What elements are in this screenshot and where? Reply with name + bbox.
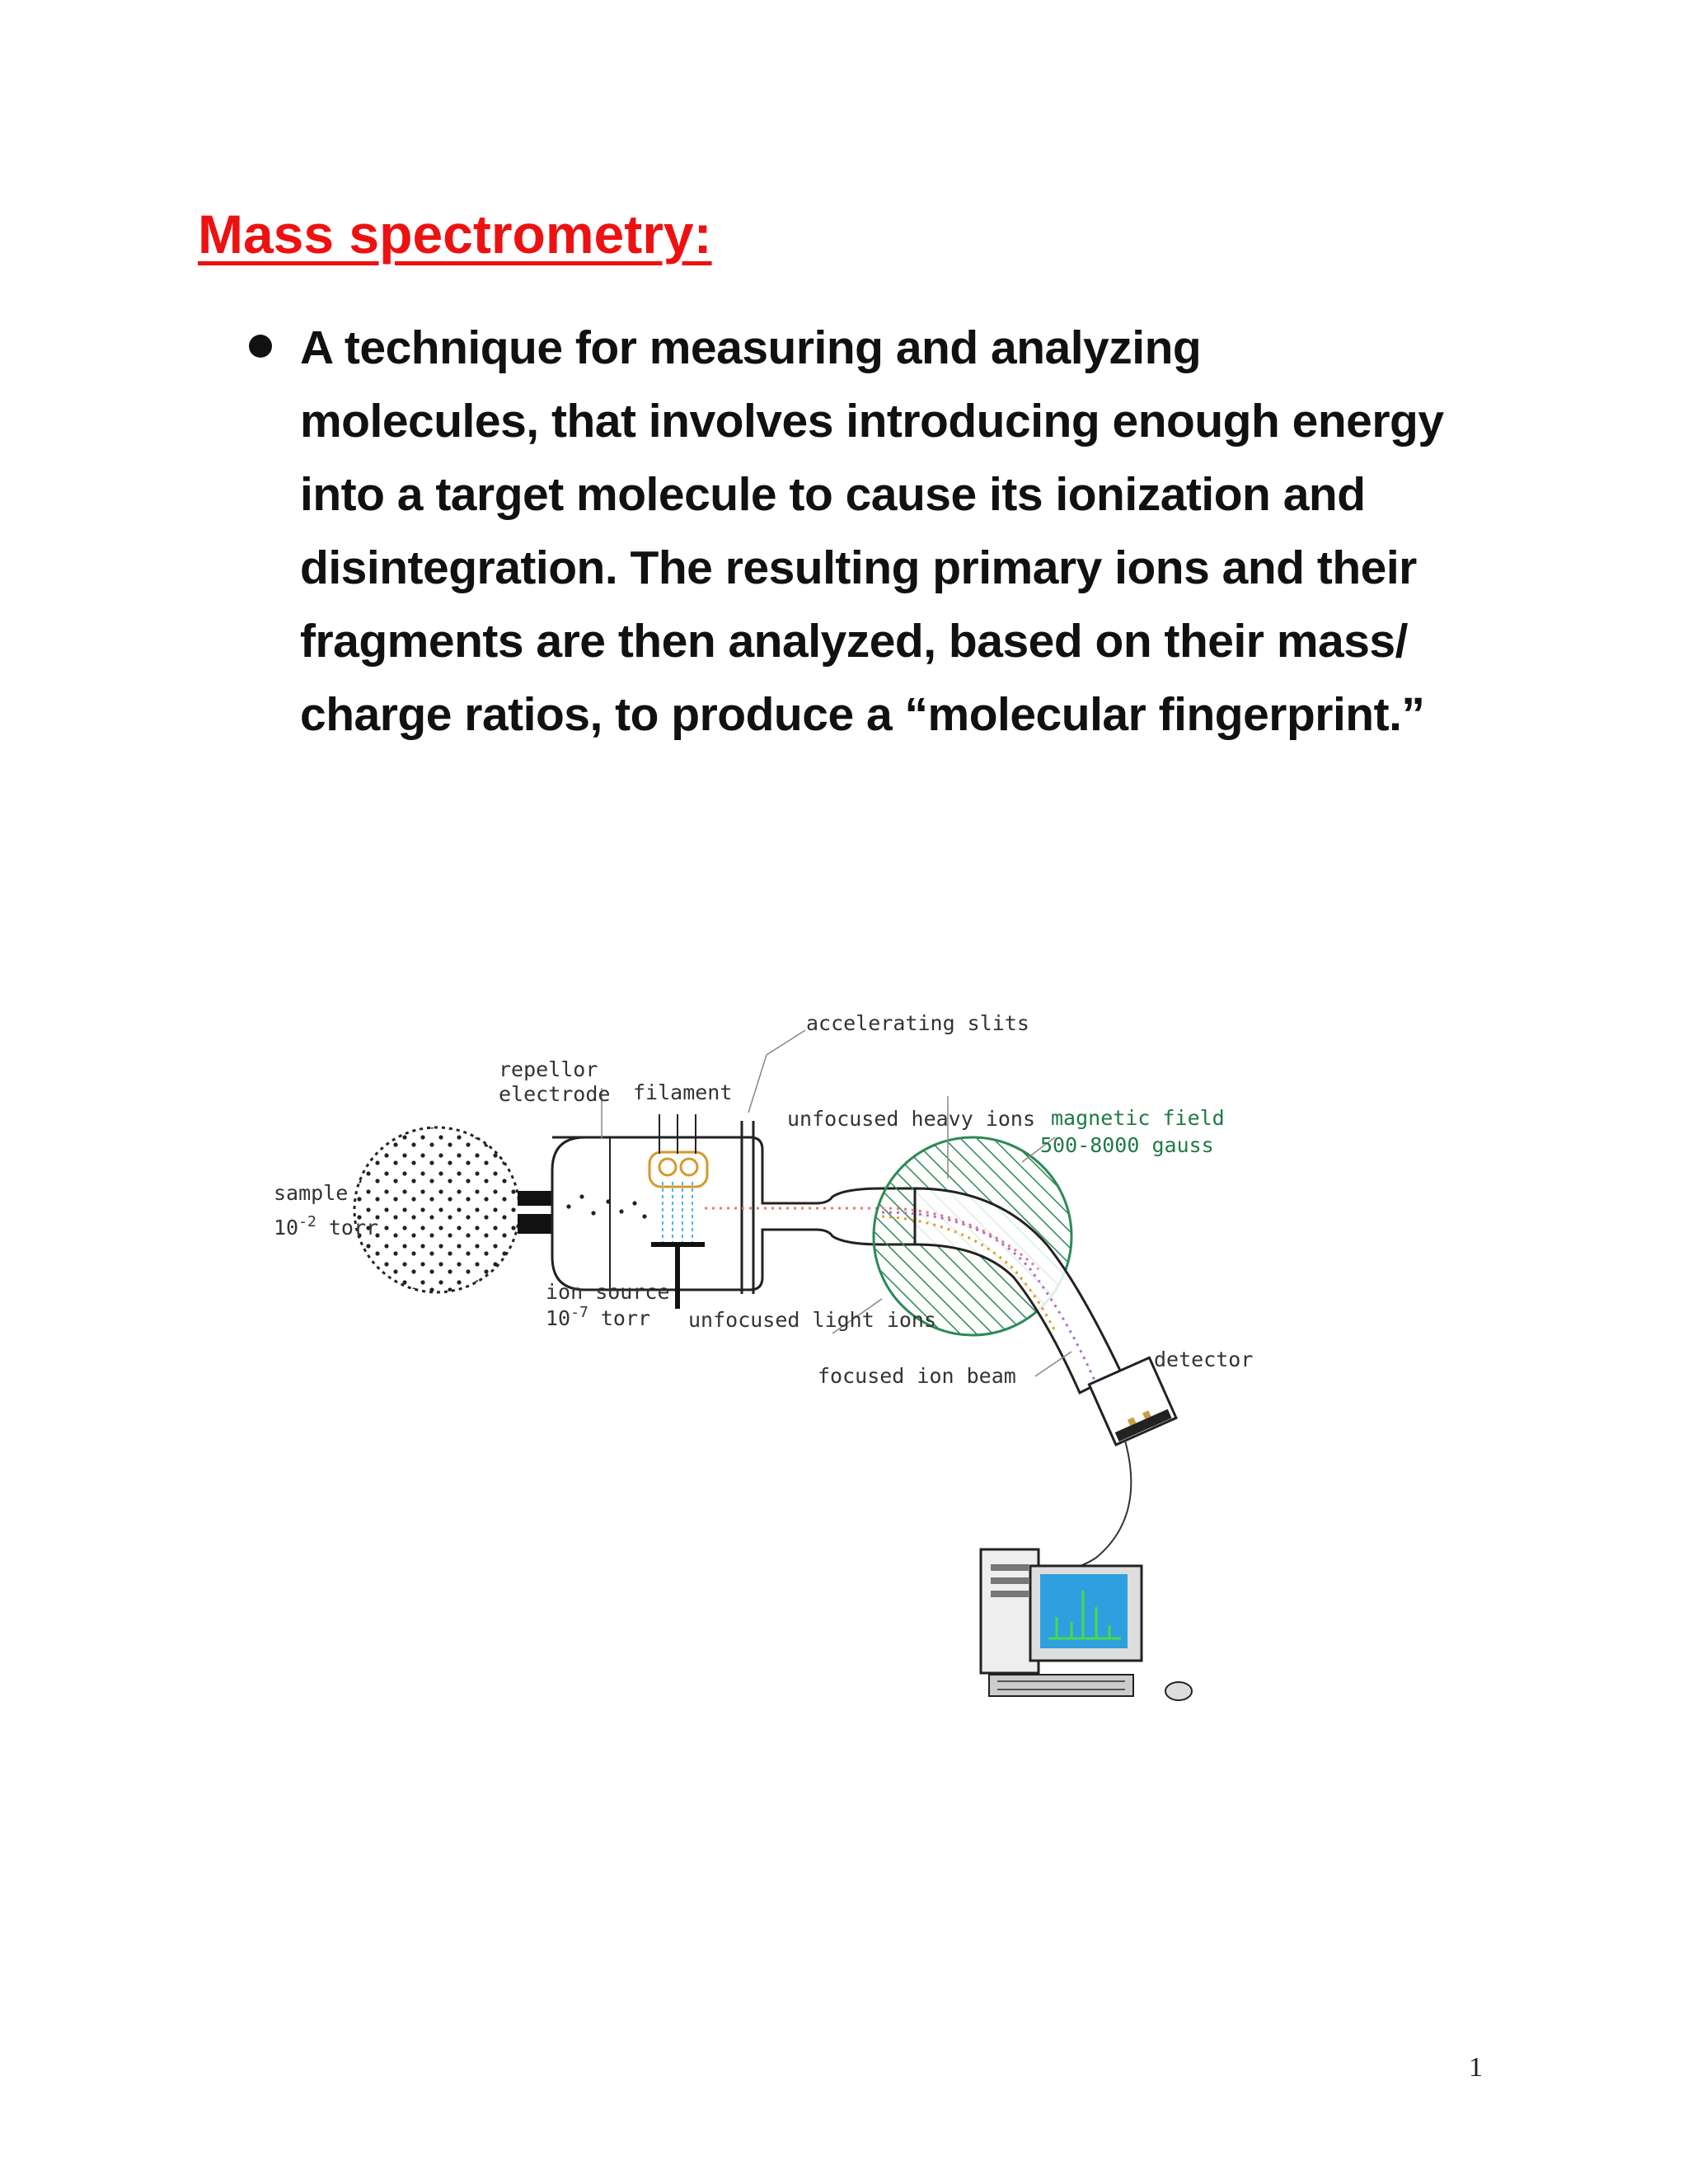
label-ion-source-pressure: 10-7 torr bbox=[546, 1304, 650, 1330]
detector bbox=[1087, 1356, 1178, 1446]
ion-source-chamber bbox=[551, 1136, 917, 1291]
definition-line-3: into a target molecule to cause its ioni… bbox=[300, 468, 1366, 521]
page-number: 1 bbox=[1469, 2052, 1483, 2083]
label-electrode: electrode bbox=[499, 1082, 610, 1106]
definition-line-2: molecules, that involves introducing eno… bbox=[300, 395, 1444, 448]
label-repellor: repellor bbox=[499, 1057, 598, 1081]
label-filament: filament bbox=[633, 1080, 732, 1104]
label-accelerating-slits: accelerating slits bbox=[806, 1011, 1029, 1035]
focused-ion-beam bbox=[881, 1211, 1096, 1381]
page-title: Mass spectrometry: bbox=[198, 204, 712, 265]
label-sample: sample bbox=[274, 1181, 348, 1205]
label-unfocused-light-ions: unfocused light ions bbox=[688, 1308, 936, 1332]
sample-flask bbox=[353, 1126, 521, 1294]
definition-bullet: A technique for measuring and analyzing … bbox=[247, 312, 1533, 752]
definition-line-5: fragments are then analyzed, based on th… bbox=[300, 615, 1408, 668]
definition-list: A technique for measuring and analyzing … bbox=[247, 312, 1533, 752]
bullet-dot-icon bbox=[249, 335, 272, 358]
label-focused-ion-beam: focused ion beam bbox=[818, 1364, 1016, 1388]
filament-icon bbox=[648, 1151, 709, 1188]
definition-line-4: disintegration. The resulting primary io… bbox=[300, 541, 1417, 594]
label-magnetic-field: magnetic field bbox=[1051, 1106, 1225, 1130]
definition-line-1: A technique for measuring and analyzing bbox=[300, 321, 1202, 374]
computer-icon bbox=[979, 1548, 1193, 1701]
label-unfocused-heavy-ions: unfocused heavy ions bbox=[787, 1107, 1035, 1131]
definition-line-6: charge ratios, to produce a “molecular f… bbox=[300, 688, 1425, 741]
label-gauss: 500-8000 gauss bbox=[1040, 1133, 1214, 1157]
label-ion-source: ion source bbox=[546, 1280, 670, 1304]
label-sample-pressure: 10-2 torr bbox=[274, 1213, 378, 1240]
mass-spectrometer-diagram: accelerating slits repellor electrode fi… bbox=[274, 1011, 1253, 1701]
label-detector: detector bbox=[1154, 1347, 1253, 1371]
